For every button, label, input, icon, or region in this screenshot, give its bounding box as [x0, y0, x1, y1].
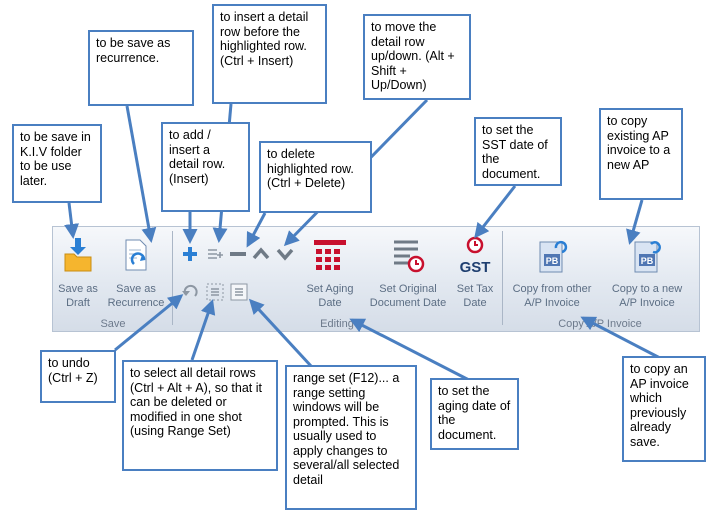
- arrow-kiv: [64, 202, 80, 239]
- callout-recurrence: to be save as recurrence.: [88, 30, 194, 106]
- move-down-button[interactable]: [275, 244, 295, 264]
- arrow-select-all: [190, 299, 216, 361]
- insert-rows-icon: [208, 249, 223, 259]
- undo-icon: [182, 284, 198, 297]
- calendar-grid-icon: [314, 240, 346, 270]
- minus-icon: [230, 252, 246, 256]
- callout-add-insert: to add / insert a detail row. (Insert): [161, 122, 250, 212]
- callout-delete: to delete highlighted row. (Ctrl + Delet…: [259, 141, 372, 213]
- callout-select-all: to select all detail rows (Ctrl + Alt + …: [122, 360, 278, 471]
- save-as-draft-button[interactable]: Save as Draft: [56, 236, 100, 310]
- callout-copy-existing: to copy existing AP invoice to a new AP: [599, 108, 683, 200]
- undo-button[interactable]: [180, 282, 200, 302]
- svg-text:GST: GST: [460, 259, 491, 276]
- copy-to-invoice-icon: PB: [634, 241, 661, 273]
- document-clock-icon: [394, 240, 425, 273]
- plus-icon: [183, 247, 197, 261]
- set-original-document-date-label: Set Original Document Date: [369, 283, 447, 309]
- editing-group-label: Editing: [320, 318, 354, 330]
- copy-from-other-ap-invoice-button[interactable]: PB Copy from other A/P Invoice: [506, 236, 598, 310]
- set-aging-date-button[interactable]: Set Aging Date: [296, 236, 364, 310]
- arrow-range-set: [248, 298, 313, 368]
- save-as-recurrence-label: Save as Recurrence: [107, 283, 165, 309]
- recurrence-document-icon: [125, 239, 147, 271]
- copy-group-label: Copy A/P Invoice: [558, 318, 642, 330]
- add-row-button[interactable]: [180, 244, 200, 264]
- chevron-down-icon: [276, 248, 294, 261]
- copy-to-new-ap-invoice-button[interactable]: PB Copy to a new A/P Invoice: [598, 236, 696, 310]
- group-separator: [502, 231, 503, 325]
- set-aging-date-label: Set Aging Date: [306, 283, 354, 309]
- callout-kiv: to be save in K.I.V folder to be use lat…: [12, 124, 102, 203]
- save-as-draft-label: Save as Draft: [58, 283, 98, 309]
- copy-from-invoice-icon: PB: [539, 240, 568, 273]
- arrow-copy-existing: [626, 199, 644, 245]
- gst-clock-icon: GST: [460, 236, 491, 276]
- arrow-sst: [474, 185, 517, 239]
- svg-text:PB: PB: [641, 256, 654, 266]
- set-original-document-date-button[interactable]: Set Original Document Date: [366, 236, 450, 310]
- callout-copy-saved: to copy an AP invoice which previously a…: [622, 356, 706, 462]
- save-as-recurrence-button[interactable]: Save as Recurrence: [104, 236, 168, 310]
- callout-aging: to set the aging date of the document.: [430, 378, 519, 450]
- copy-to-new-label: Copy to a new A/P Invoice: [611, 283, 683, 309]
- arrow-recurrence: [125, 105, 157, 243]
- callout-insert-before: to insert a detail row before the highli…: [212, 4, 327, 104]
- move-up-button[interactable]: [251, 244, 271, 264]
- svg-text:PB: PB: [546, 256, 559, 266]
- arrow-undo: [114, 294, 184, 352]
- range-set-icon: [230, 283, 248, 301]
- callout-range-set: range set (F12)... a range setting windo…: [285, 365, 417, 510]
- folder-download-icon: [64, 238, 92, 272]
- insert-row-button[interactable]: [205, 244, 225, 264]
- arrow-aging: [349, 318, 470, 382]
- chevron-up-icon: [252, 247, 270, 260]
- callout-move: to move the detail row up/down. (Alt + S…: [363, 14, 471, 100]
- set-tax-date-label: Set Tax Date: [456, 283, 494, 309]
- arrow-delete: [246, 212, 267, 248]
- set-tax-date-button[interactable]: GST Set Tax Date: [452, 236, 498, 310]
- delete-row-button[interactable]: [228, 244, 248, 264]
- range-set-button[interactable]: [229, 282, 249, 302]
- callout-sst: to set the SST date of the document.: [474, 117, 562, 186]
- copy-from-other-label: Copy from other A/P Invoice: [512, 283, 592, 309]
- callout-undo: to undo (Ctrl + Z): [40, 350, 116, 403]
- group-separator: [172, 231, 173, 325]
- save-group-label: Save: [100, 318, 126, 330]
- arrow-copy-saved: [580, 316, 661, 360]
